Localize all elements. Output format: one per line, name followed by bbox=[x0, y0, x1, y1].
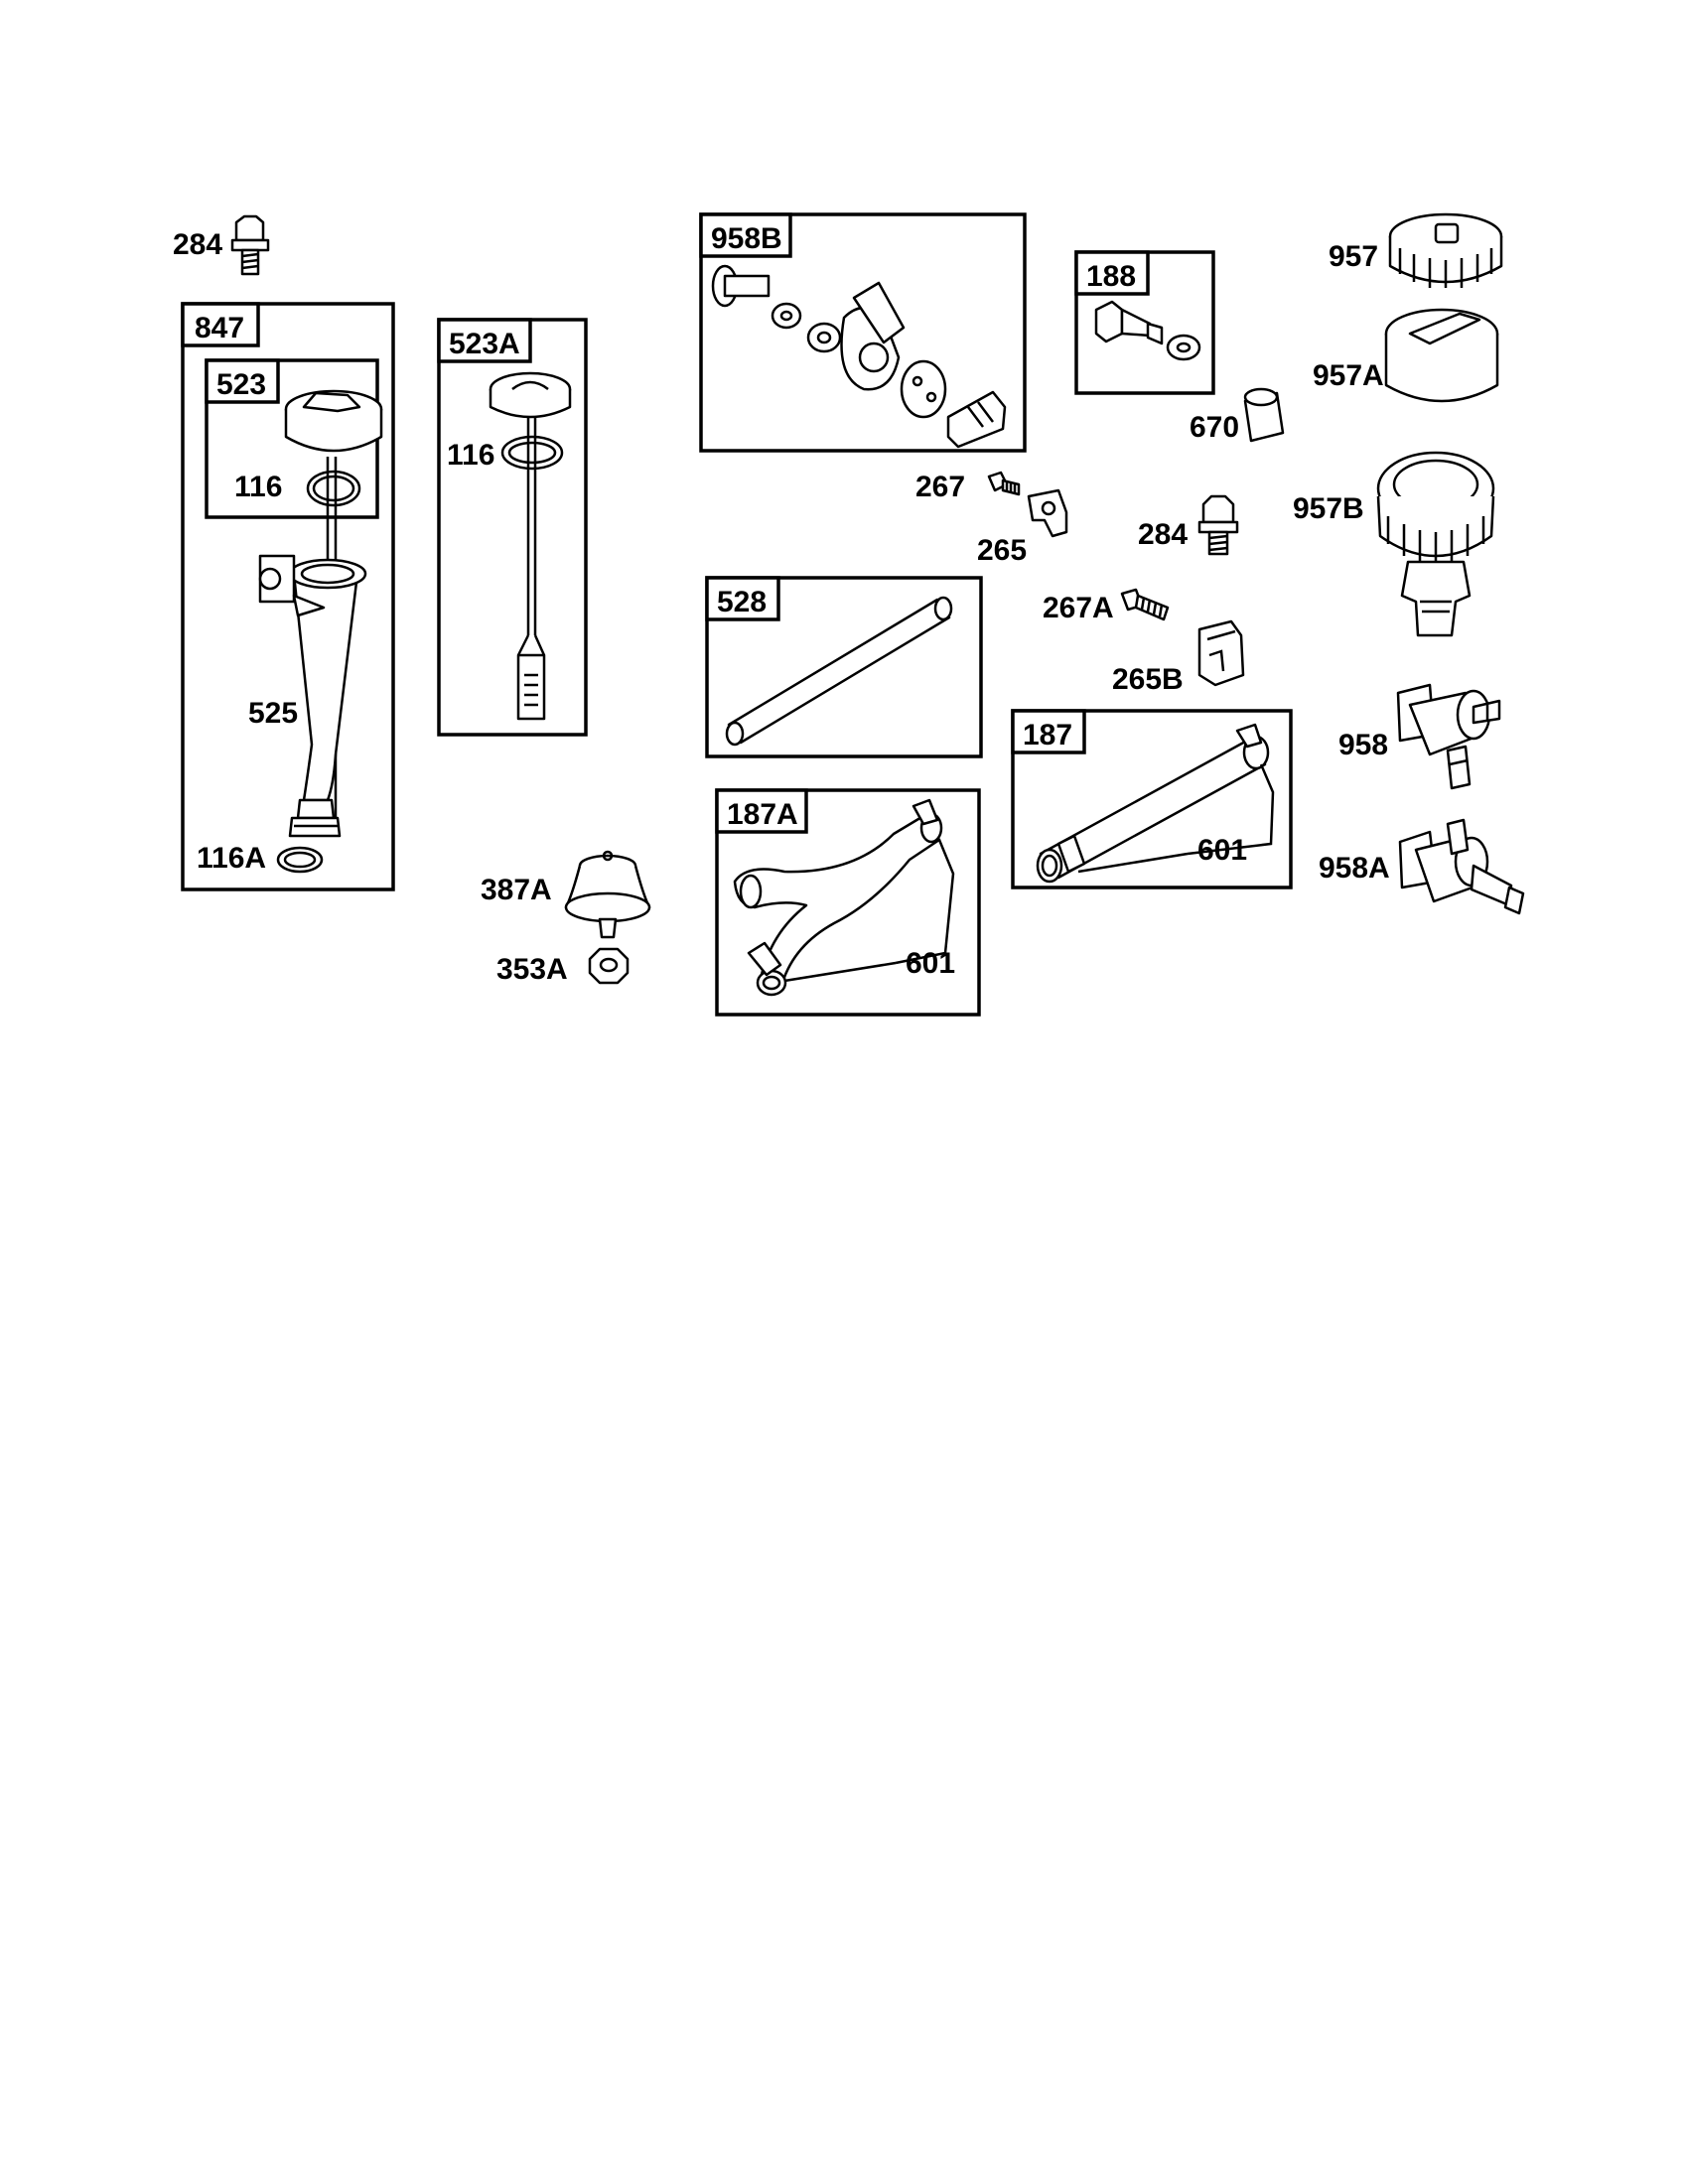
part-525-dipstick-tube bbox=[258, 554, 367, 838]
group-187A: 187A 601 bbox=[715, 788, 981, 1017]
callout-116-b: 116 bbox=[447, 439, 494, 472]
leader-601-a1 bbox=[1077, 852, 1189, 874]
part-958A-shutoff-valve bbox=[1398, 818, 1525, 915]
part-187A-fuel-line bbox=[733, 798, 943, 997]
leader-601-b1 bbox=[783, 961, 897, 983]
part-670-bushing bbox=[1243, 387, 1285, 443]
callout-601-a: 601 bbox=[1197, 834, 1247, 867]
group-188: 188 bbox=[1074, 250, 1215, 395]
callout-267A: 267A bbox=[1043, 592, 1114, 624]
callout-188: 188 bbox=[1086, 260, 1136, 293]
callout-284-mid: 284 bbox=[1138, 518, 1188, 551]
callout-957: 957 bbox=[1329, 240, 1378, 273]
group-958B: 958B bbox=[699, 212, 1027, 453]
part-187-fuel-line bbox=[1036, 723, 1270, 884]
part-957-fuel-cap bbox=[1388, 212, 1503, 288]
part-284-screw-top bbox=[230, 214, 270, 276]
part-387A-filter bbox=[564, 850, 651, 939]
callout-958B: 958B bbox=[711, 222, 782, 255]
group-847: 847 523 116 525 bbox=[181, 302, 395, 891]
callout-353A: 353A bbox=[496, 953, 568, 986]
leader-601-a2 bbox=[1187, 763, 1275, 856]
part-957A-fuel-cap bbox=[1384, 308, 1499, 403]
callout-267: 267 bbox=[915, 471, 965, 503]
callout-958: 958 bbox=[1338, 729, 1388, 761]
part-265-clamp bbox=[1027, 488, 1068, 538]
callout-523: 523 bbox=[216, 368, 266, 401]
callout-187A: 187A bbox=[727, 798, 798, 831]
callout-523A: 523A bbox=[449, 328, 520, 360]
part-523-dipstick-cap bbox=[284, 389, 383, 453]
callout-116A: 116A bbox=[197, 842, 266, 875]
callout-957B: 957B bbox=[1293, 492, 1364, 525]
part-523A-dipstick bbox=[489, 371, 572, 721]
callout-670: 670 bbox=[1190, 411, 1239, 444]
callout-528: 528 bbox=[717, 586, 767, 618]
part-267A-screw bbox=[1120, 588, 1170, 621]
part-267-screw bbox=[987, 471, 1021, 496]
group-187: 187 601 bbox=[1011, 709, 1293, 889]
part-528-fuel-line bbox=[725, 596, 953, 747]
callout-525: 525 bbox=[248, 697, 298, 730]
part-188-shoulder-screw bbox=[1094, 300, 1201, 361]
part-284-screw-mid bbox=[1197, 494, 1239, 556]
callout-601-b: 601 bbox=[906, 947, 955, 980]
part-353A-nut bbox=[588, 947, 630, 985]
callout-187: 187 bbox=[1023, 719, 1072, 751]
group-523A: 523A 116 bbox=[437, 318, 588, 737]
group-528: 528 bbox=[705, 576, 983, 758]
part-958B-shutoff-assembly bbox=[711, 264, 1007, 449]
callout-265B: 265B bbox=[1112, 663, 1184, 696]
leader-601-b2 bbox=[895, 839, 955, 965]
callout-284-top: 284 bbox=[173, 228, 222, 261]
callout-847: 847 bbox=[195, 312, 244, 344]
part-958-shutoff-valve bbox=[1396, 683, 1501, 790]
callout-957A: 957A bbox=[1313, 359, 1384, 392]
part-957B-fuel-cap bbox=[1376, 451, 1495, 637]
callout-116-a: 116 bbox=[234, 471, 282, 503]
callout-265: 265 bbox=[977, 534, 1027, 567]
part-265B-clip bbox=[1197, 619, 1245, 687]
callout-958A: 958A bbox=[1319, 852, 1390, 885]
callout-387A: 387A bbox=[481, 874, 552, 906]
